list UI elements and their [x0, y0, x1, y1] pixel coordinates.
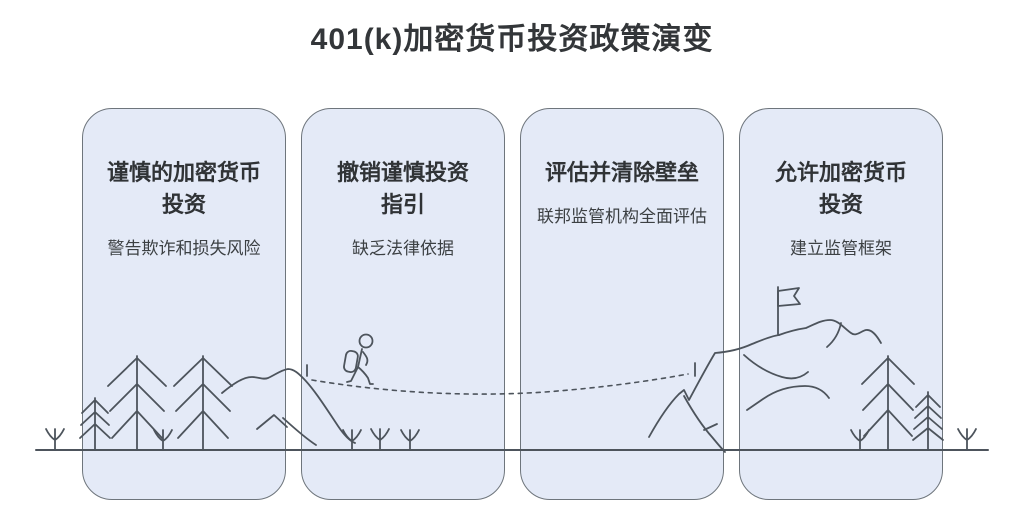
stage-1-subtitle: 警告欺诈和损失风险 [107, 238, 261, 258]
stage-2-subtitle: 缺乏法律依据 [352, 238, 454, 258]
stage-4-title: 允许加密货币 投资 [774, 160, 907, 217]
stage-2-title: 撤销谨慎投资 指引 [336, 160, 469, 217]
stage-card-3: 评估并清除壁垒 联邦监管机构全面评估 [520, 108, 724, 500]
page-title: 401(k)加密货币投资政策演变 [310, 23, 714, 56]
stage-4-subtitle: 建立监管框架 [790, 238, 892, 258]
stage-card-4: 允许加密货币 投资 建立监管框架 [739, 108, 943, 500]
stage-card-2: 撤销谨慎投资 指引 缺乏法律依据 [301, 108, 505, 500]
stage-cards-row: 谨慎的加密货币 投资 警告欺诈和损失风险 撤销谨慎投资 指引 缺乏法律依据 评估… [82, 108, 943, 500]
stage-3-subtitle: 联邦监管机构全面评估 [537, 206, 707, 226]
stage-3-title: 评估并清除壁垒 [544, 160, 699, 185]
stage-card-1: 谨慎的加密货币 投资 警告欺诈和损失风险 [82, 108, 286, 500]
stage-1-title: 谨慎的加密货币 投资 [106, 160, 261, 217]
